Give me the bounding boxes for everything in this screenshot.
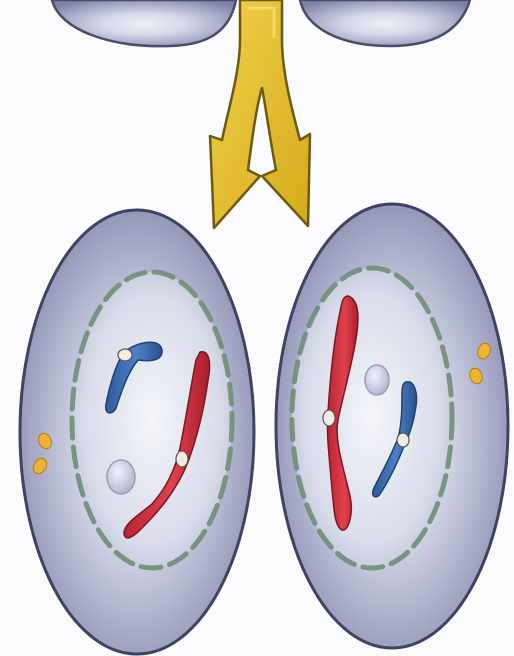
centromere-red-right (323, 410, 335, 426)
parent-cell-right (300, 0, 470, 46)
centromere-red-left (176, 451, 188, 467)
daughter-cell-right (276, 204, 508, 648)
nucleolus-left (107, 460, 135, 494)
centromere-blue-left (118, 349, 132, 361)
split-arrow (210, 0, 310, 228)
nucleolus-right (365, 365, 389, 395)
daughter-cell-left (20, 210, 254, 654)
centromere-blue-right (397, 433, 409, 447)
parent-cell-left (52, 0, 236, 46)
